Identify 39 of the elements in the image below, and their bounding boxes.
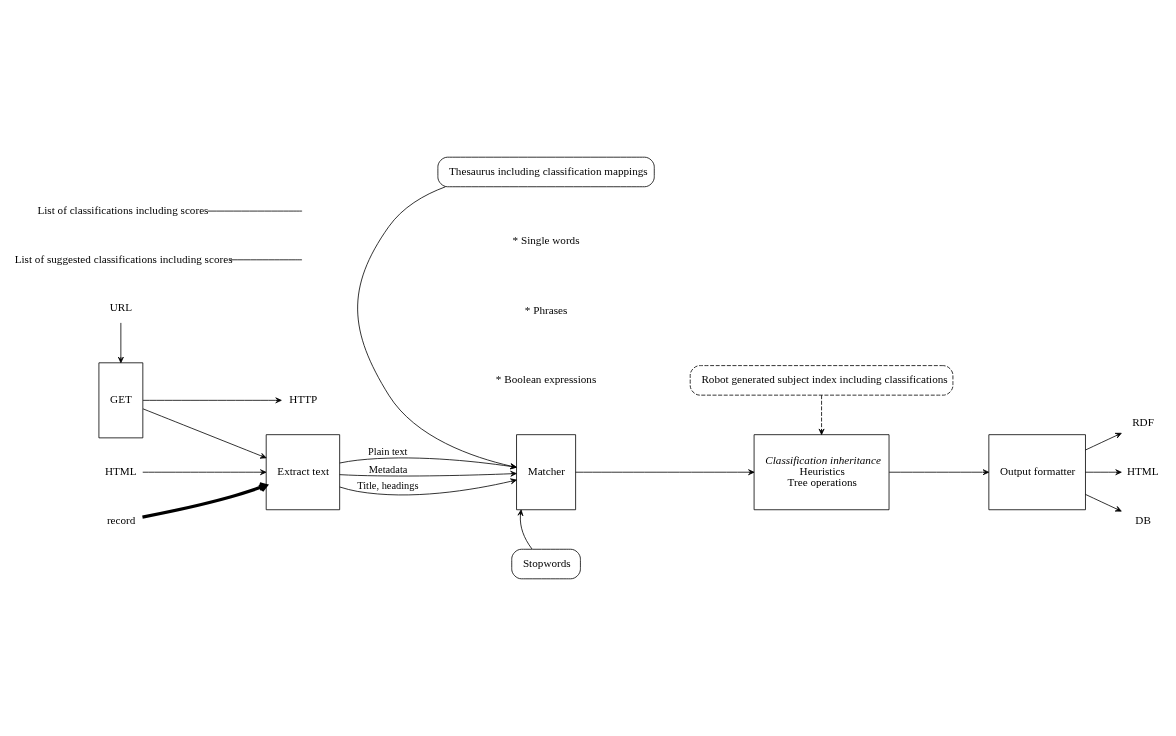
node-box: Matcher <box>516 434 576 511</box>
node-text: URL <box>109 301 133 314</box>
node-text: RDF <box>1132 416 1154 429</box>
node-box: Extract text <box>265 434 341 511</box>
node-text: DB <box>1135 513 1151 526</box>
label: * Phrases <box>524 303 568 316</box>
label: * Boolean expressions <box>495 373 597 386</box>
node-text: HTML <box>1126 465 1159 478</box>
node-box: Robot generated subject index including classifications <box>689 365 954 396</box>
node-text: record <box>106 513 136 526</box>
arrow <box>339 457 517 470</box>
arrow <box>1085 494 1122 512</box>
arrow <box>117 322 124 364</box>
node-text: List of suggested classifications including scores <box>14 252 233 265</box>
edge-label: Title, headings <box>357 479 419 491</box>
arrow <box>142 469 267 476</box>
node-text: HTTP <box>289 393 318 406</box>
edge-label: Plain text <box>368 445 408 457</box>
arrow <box>339 470 517 477</box>
node-box: Stopwords <box>511 548 581 580</box>
node-box: Classification inheritance Heuristics Tree operations <box>753 434 890 511</box>
arrow <box>339 478 517 496</box>
arrow <box>142 397 282 404</box>
arrow <box>818 394 825 435</box>
arrow <box>142 482 268 519</box>
node-text: List of classifications including scores <box>37 204 209 217</box>
node-text: HTML <box>104 465 137 478</box>
node-box: Output formatter <box>988 434 1086 511</box>
arrow <box>517 509 533 550</box>
arrow <box>357 186 517 469</box>
edge-label: Metadata <box>368 463 408 475</box>
arrow <box>575 469 755 476</box>
arrow <box>1085 469 1122 476</box>
arrow <box>888 469 990 476</box>
arrow <box>142 408 267 459</box>
label: * Single words <box>512 234 580 247</box>
arrow <box>1085 432 1122 451</box>
node-box: GET <box>98 362 144 439</box>
node-box: Thesaurus including classification mappings <box>437 156 655 188</box>
